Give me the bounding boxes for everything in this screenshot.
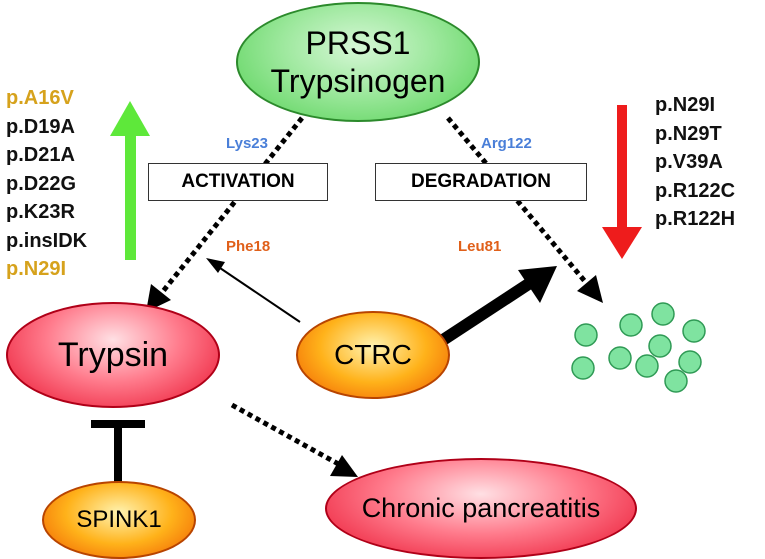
fragment-circle — [651, 302, 675, 326]
chronic-pancreatitis-label: Chronic pancreatitis — [361, 493, 601, 523]
fragment-circle — [571, 356, 595, 380]
activation-box: ACTIVATION — [148, 163, 328, 201]
trypsin-label: Trypsin — [57, 335, 169, 374]
ctrc-phe18-arrow — [219, 267, 301, 323]
ctrc-leu81-arrow — [439, 277, 534, 346]
ctrc-node: CTRC — [296, 311, 450, 399]
degradation-mutation-item: p.R122C — [655, 179, 736, 202]
degradation-mutation-item: p.V39A — [655, 151, 723, 173]
activation-mutation-item: p.D21A — [6, 144, 75, 166]
degradation-arrowhead — [577, 275, 603, 303]
fragment-circle — [678, 350, 702, 374]
degradation-mutation-list: p.N29I p.N29T p.V39A p.R122C p.R122H — [655, 91, 735, 234]
fragment-circle — [682, 319, 706, 343]
ctrc-leu81-arrowhead — [518, 266, 557, 303]
degradation-box: DEGRADATION — [375, 163, 587, 201]
lys23-site-label: Lys23 — [226, 135, 268, 152]
degraded-fragments — [571, 302, 706, 393]
activation-mutation-item: p.D22G — [6, 172, 77, 195]
increase-arrow-head — [110, 101, 150, 136]
degradation-mutation-item: p.R122H — [655, 208, 736, 230]
ctrc-label: CTRC — [334, 339, 412, 370]
fragment-circle — [664, 369, 688, 393]
spink1-label: SPINK1 — [76, 506, 162, 533]
activation-arrow — [158, 116, 304, 297]
fragment-circle — [608, 346, 632, 370]
prss1-trypsinogen-node: PRSS1 Trypsinogen — [236, 2, 480, 122]
decrease-arrow-shaft — [617, 105, 627, 231]
trypsinogen-label: Trypsinogen — [270, 63, 446, 99]
prss1-label: PRSS1 — [305, 25, 411, 61]
activation-mutation-item: p.A16V — [6, 87, 74, 109]
degradation-mutation-item: p.N29T — [655, 122, 722, 145]
leu81-site-label: Leu81 — [458, 238, 502, 255]
fragment-circle — [574, 323, 598, 347]
activation-mutation-item: p.K23R — [6, 201, 75, 223]
fragment-circle — [635, 354, 659, 378]
activation-mutation-item: p.N29I — [6, 258, 67, 280]
trypsin-cp-arrow — [230, 402, 344, 469]
chronic-pancreatitis-node: Chronic pancreatitis — [325, 458, 637, 559]
arg122-site-label: Arg122 — [481, 135, 532, 152]
trypsin-cp-arrowhead — [330, 455, 358, 477]
fragment-circle — [648, 334, 672, 358]
ctrc-phe18-arrowhead — [206, 258, 225, 273]
increase-arrow-shaft — [125, 132, 136, 260]
degradation-mutation-item: p.N29I — [655, 94, 716, 116]
activation-mutation-item: p.D19A — [6, 115, 75, 138]
decrease-arrow-head — [602, 227, 642, 259]
degradation-arrow — [446, 116, 590, 287]
spink1-node: SPINK1 — [42, 481, 196, 559]
activation-mutation-list: p.A16V p.D19A p.D21A p.D22G p.K23R p.insIDK p.… — [6, 84, 87, 284]
trypsin-node: Trypsin — [6, 302, 220, 408]
fragment-circle — [619, 313, 643, 337]
activation-mutation-item: p.insIDK — [6, 229, 88, 252]
phe18-site-label: Phe18 — [226, 238, 271, 255]
